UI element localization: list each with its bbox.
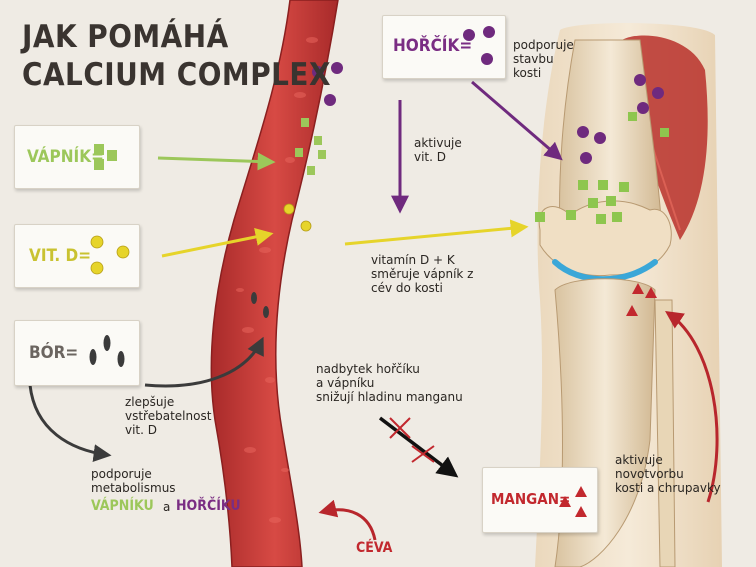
vitamin-d-card-label: VIT. D= xyxy=(29,246,92,266)
activates-vitamin-d-note: aktivuje vit. D xyxy=(414,136,462,164)
metabolism-magnesium-label: HOŘČÍKU xyxy=(176,498,241,514)
blood-vessel xyxy=(210,0,339,567)
boron-card: BÓR= xyxy=(14,320,140,386)
metabolism-calcium-label: VÁPNÍKU xyxy=(91,498,154,514)
knee-magnesium-particles xyxy=(577,74,664,164)
dark-droplet-icon xyxy=(89,335,125,367)
inhibition-arrow xyxy=(378,416,459,478)
page-title-line-1: JAK POMÁHÁ xyxy=(22,19,229,55)
vessel-label: CÉVA xyxy=(356,540,393,556)
knee-manganese-particles xyxy=(626,283,657,316)
vitamin-dk-note: vitamín D + K směruje vápník z cév do ko… xyxy=(371,253,474,295)
manganese-activates-note: aktivuje novotvorbu kosti a chrupavky xyxy=(615,453,721,495)
green-square-icon xyxy=(94,144,117,170)
vitamin-dk-arrow xyxy=(344,219,529,246)
purple-circle-icon xyxy=(463,26,495,65)
magnesium-support-note: podporuje stavbu kosti xyxy=(513,38,574,80)
boron-metabolism-arrow xyxy=(28,384,112,463)
red-triangle-icon xyxy=(559,486,587,517)
magnesium-card: HOŘČÍK= xyxy=(382,15,506,79)
excess-inhibition-note: nadbytek hořčíku a vápníku snižují hladi… xyxy=(316,362,463,404)
boron-card-label: BÓR= xyxy=(29,343,79,363)
manganese-card-label: MANGAN= xyxy=(491,490,571,508)
manganese-arrow xyxy=(665,310,719,503)
magnesium-bone-arrow xyxy=(471,80,563,161)
calcium-card: VÁPNÍK= xyxy=(14,125,140,189)
vessel-label-arrow xyxy=(318,499,377,541)
calcium-arrow xyxy=(157,152,276,171)
knee-calcium-particles xyxy=(535,112,669,224)
boron-absorption-arrow xyxy=(144,336,264,388)
magnesium-card-label: HOŘČÍK= xyxy=(393,36,473,56)
page-title-line-2: CALCIUM COMPLEX xyxy=(22,57,331,93)
vitamin-d-card: VIT. D= xyxy=(14,224,140,288)
vessel-magnesium-particles xyxy=(312,62,343,106)
vessel-boron-particles xyxy=(251,292,269,318)
yellow-sun-icon xyxy=(90,235,130,275)
vessel-calcium-particles xyxy=(295,118,326,175)
supports-metabolism-note: podporuje metabolismus xyxy=(91,467,176,495)
metabolism-and-word: a xyxy=(163,500,171,514)
inhibition-cross-marks xyxy=(389,417,435,463)
vessel-vitamin-d-particles xyxy=(283,203,312,232)
manganese-card: MANGAN= xyxy=(482,467,598,533)
vitamin-d-arrow xyxy=(161,228,274,258)
calcium-card-label: VÁPNÍK= xyxy=(27,147,104,167)
improves-absorption-note: zlepšuje vstřebatelnost vit. D xyxy=(125,395,212,437)
